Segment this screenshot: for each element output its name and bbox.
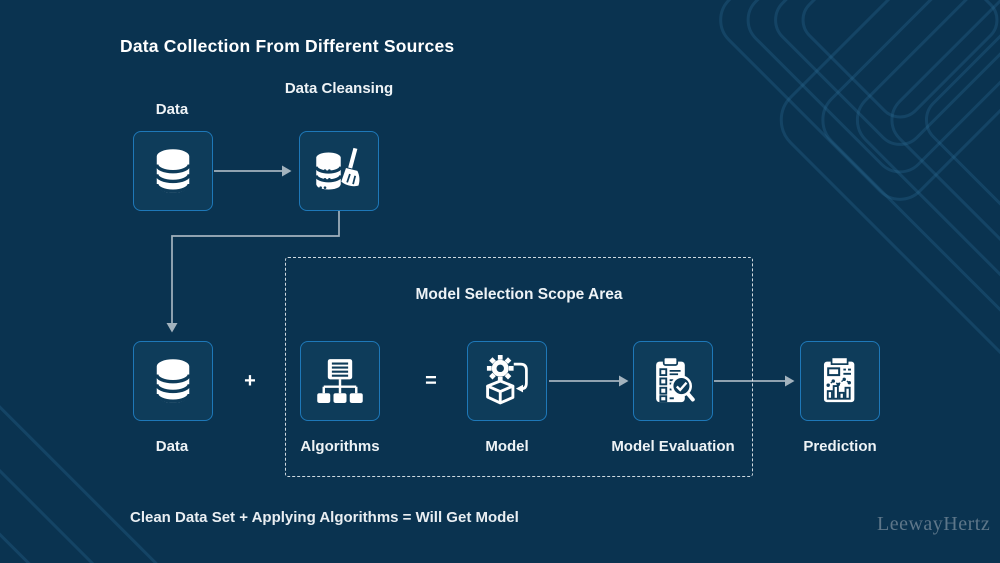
node-data-cleansing	[299, 131, 379, 211]
node-data-source	[133, 131, 213, 211]
corner-pattern-top-right	[719, 0, 1000, 201]
page-title: Data Collection From Different Sources	[120, 36, 455, 56]
node-clean-data	[133, 341, 213, 421]
database-icon	[155, 359, 191, 403]
checklist-magnifier-icon	[656, 356, 695, 403]
label-algorithms: Algorithms	[300, 438, 380, 455]
equals-operator: =	[425, 370, 437, 392]
node-model	[467, 341, 547, 421]
label-model-evaluation: Model Evaluation	[611, 438, 735, 455]
database-broom-icon	[314, 147, 360, 190]
scope-area-label: Model Selection Scope Area	[415, 286, 623, 303]
node-algorithms	[300, 341, 380, 421]
brand-watermark: LeewayHertz	[877, 513, 991, 535]
formula-text: Clean Data Set + Applying Algorithms = W…	[130, 509, 519, 526]
label-model: Model	[485, 438, 529, 455]
label-data-cleansing: Data Cleansing	[284, 80, 394, 97]
gear-cube-icon	[486, 355, 528, 405]
node-prediction	[800, 341, 880, 421]
label-clean-data: Data	[155, 438, 189, 455]
plus-operator: +	[244, 370, 256, 392]
label-data-source: Data	[155, 101, 189, 118]
database-icon	[155, 149, 191, 193]
label-prediction: Prediction	[803, 438, 877, 455]
node-model-evaluation	[633, 341, 713, 421]
model-selection-scope-area: Model Selection Scope Area	[285, 257, 753, 477]
report-chart-icon	[823, 356, 855, 403]
sitemap-icon	[317, 359, 363, 403]
